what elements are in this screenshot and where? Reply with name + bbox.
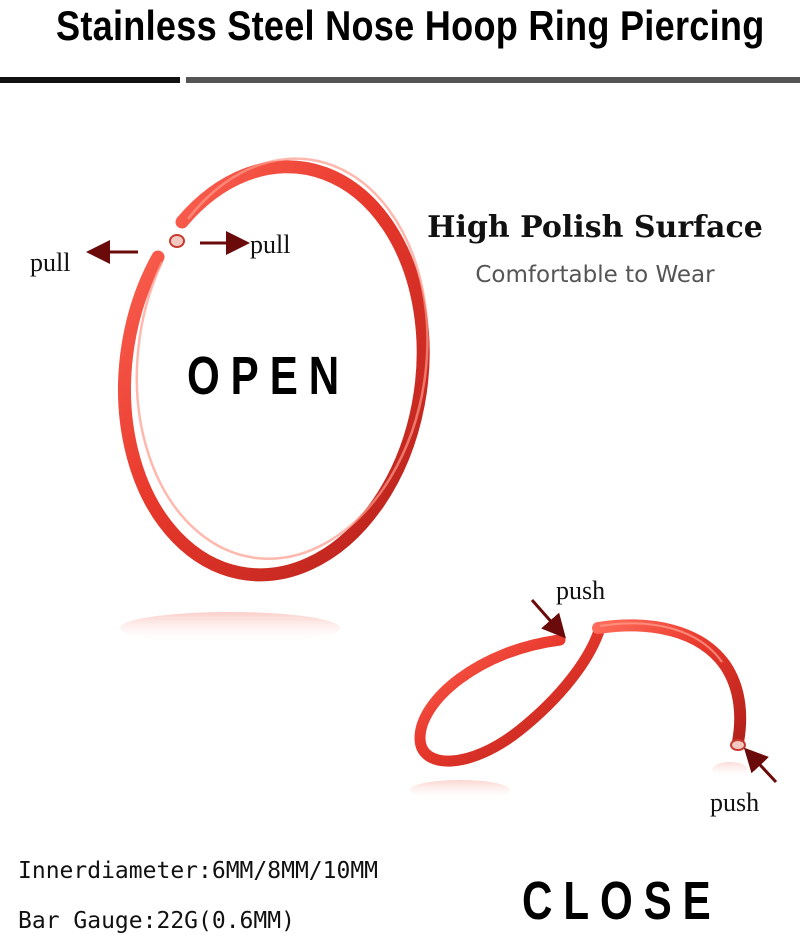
- push-arrows: [530, 599, 778, 784]
- closed-hoop-ring-image: [410, 619, 748, 800]
- push-top-label: push: [556, 576, 606, 605]
- arrow-icon: [530, 599, 566, 639]
- push-bottom-label: push: [710, 788, 760, 817]
- divider-left: [0, 77, 180, 83]
- spec-inner-diameter: Innerdiameter:6MM/8MM/10MM: [18, 858, 379, 884]
- page-title: Stainless Steel Nose Hoop Ring Piercing: [56, 2, 765, 49]
- feature-subtitle: Comfortable to Wear: [475, 262, 715, 288]
- spec-bar-gauge: Bar Gauge:22G(0.6MM): [18, 908, 295, 934]
- pull-arrows: [86, 231, 250, 264]
- close-state-label: CLOSE: [522, 871, 722, 931]
- open-state-label: OPEN: [187, 346, 351, 406]
- pull-left-label: pull: [30, 248, 71, 277]
- arrow-icon: [743, 747, 778, 784]
- divider-right: [186, 77, 800, 83]
- open-hoop-ring-image: [118, 157, 430, 644]
- feature-title: High Polish Surface: [427, 210, 763, 245]
- pull-right-label: pull: [250, 230, 291, 259]
